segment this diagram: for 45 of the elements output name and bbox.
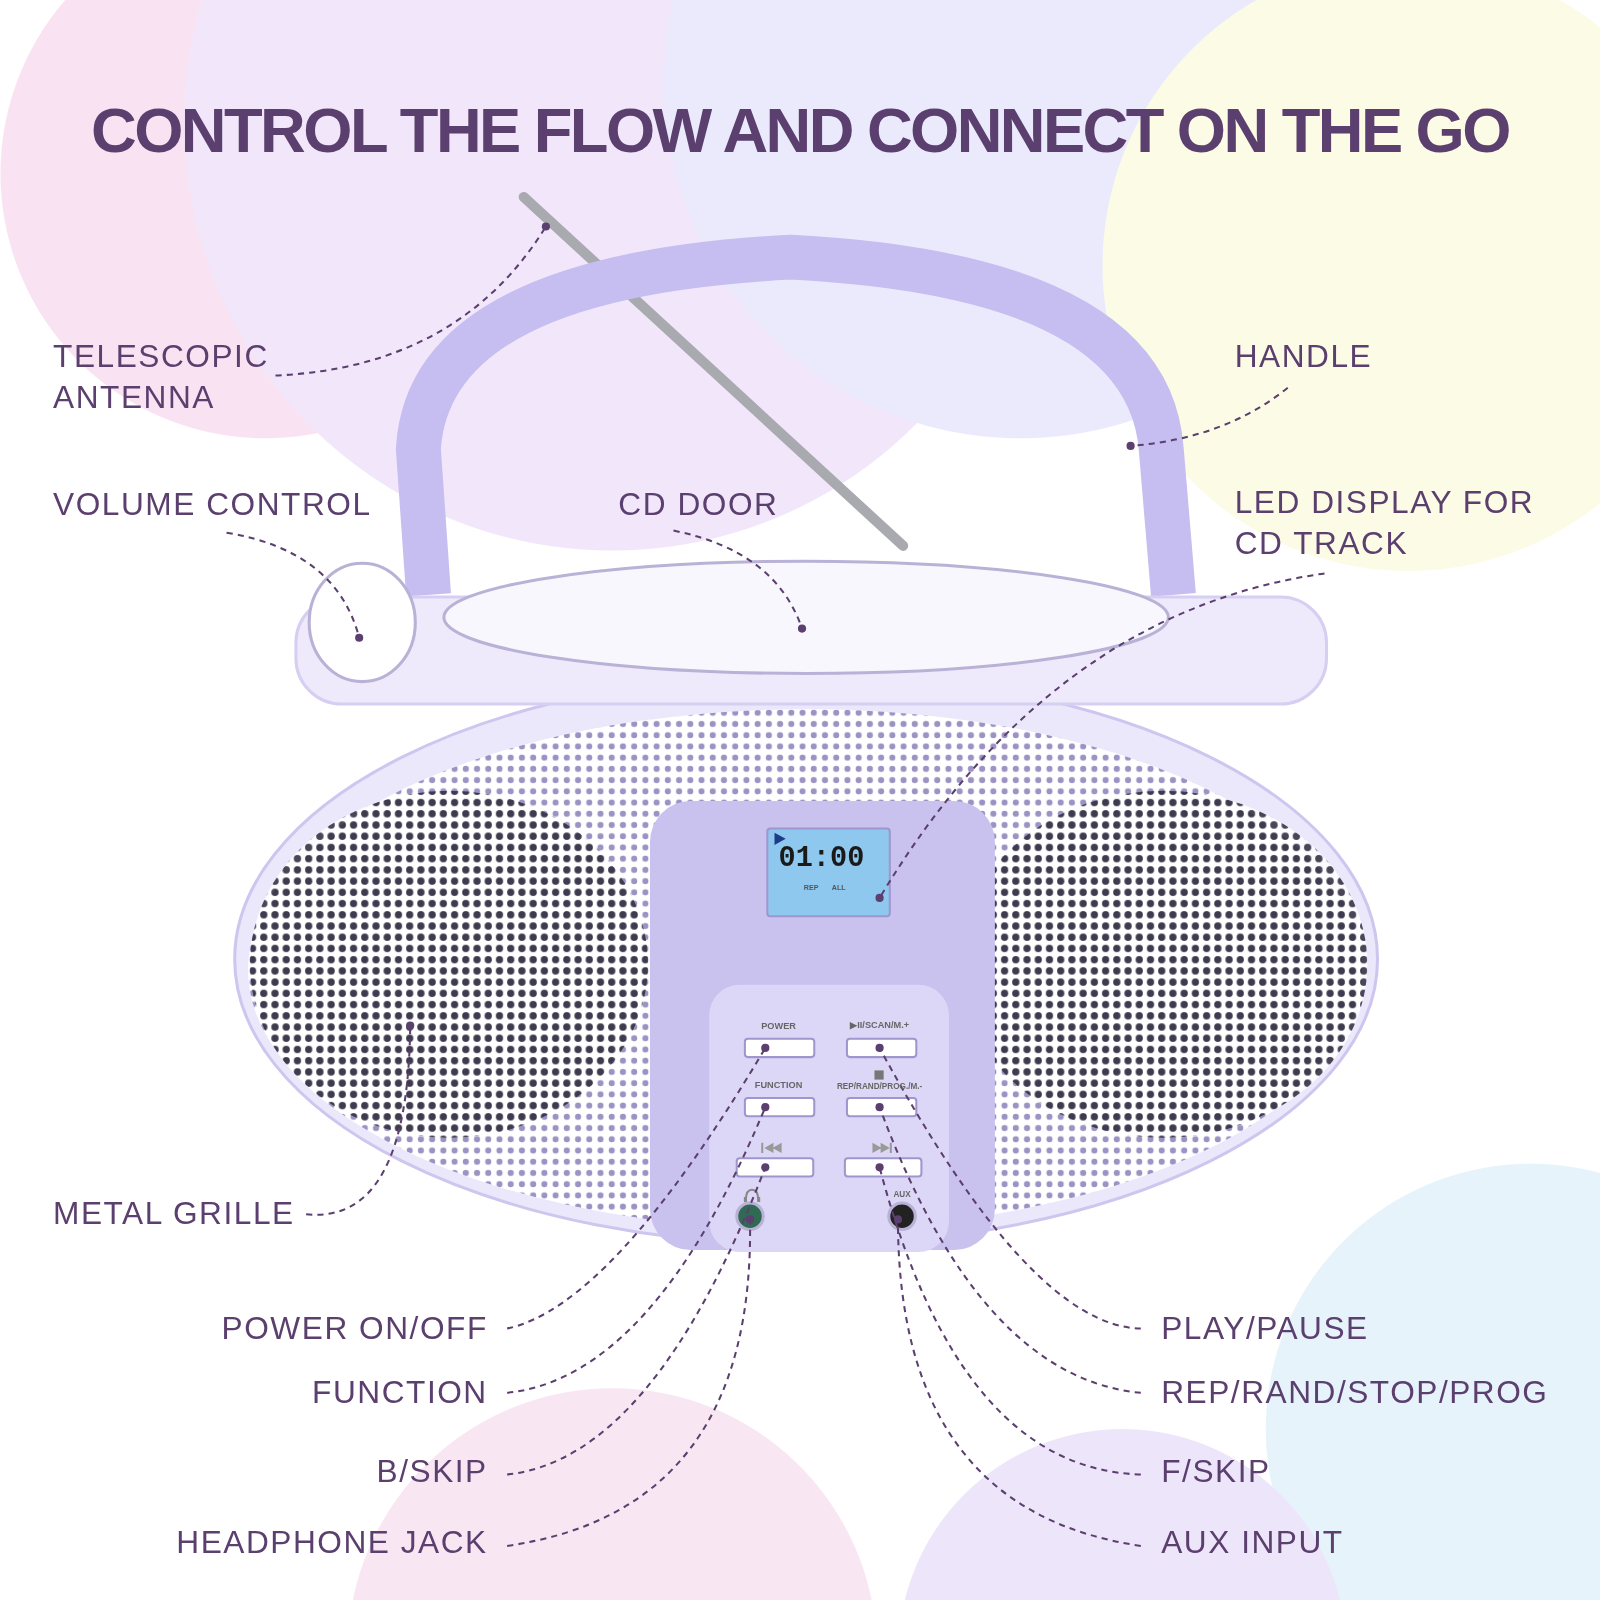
leader-line	[306, 1021, 415, 1216]
power-button	[743, 1037, 816, 1059]
callout-label: HANDLE	[1234, 336, 1439, 378]
function-button	[743, 1096, 816, 1118]
callout-label: PLAY/PAUSE	[1161, 1308, 1427, 1349]
leader-line	[506, 1103, 770, 1394]
leader-line	[875, 1103, 1141, 1394]
leader-line	[893, 1215, 1141, 1547]
leader-line	[275, 222, 550, 377]
callout-label: POWER ON/OFF	[181, 1308, 488, 1349]
button-caption: REP/RAND/PROG./M.-	[836, 1081, 923, 1091]
leader-line	[875, 1043, 1141, 1330]
callout-label: VOLUME CONTROL	[53, 484, 400, 526]
headline: CONTROL THE FLOW AND CONNECT ON THE GO	[90, 93, 1510, 167]
callout-label: HEADPHONE JACK	[140, 1522, 488, 1564]
leader-line	[506, 1163, 770, 1476]
leader-line	[1126, 386, 1289, 450]
repeat-stop-button	[845, 1096, 918, 1118]
callout-label: CD DOOR	[618, 484, 823, 526]
callout-label: AUX INPUT	[1161, 1522, 1427, 1564]
play-pause-button	[845, 1037, 918, 1059]
leader-line	[875, 572, 1325, 903]
leader-line	[506, 1215, 755, 1547]
display-readout: 01:00	[778, 842, 865, 875]
skip-forward-button	[843, 1157, 923, 1178]
callout-label: TELESCOPIC ANTENNA	[53, 336, 319, 419]
skip-back-button	[735, 1157, 815, 1178]
leader-line	[875, 1163, 1141, 1476]
button-caption: POWER	[761, 1020, 796, 1031]
button-caption: ▶II/SCAN/M.+	[850, 1019, 910, 1030]
callout-label: B/SKIP	[181, 1451, 488, 1492]
callout-label: METAL GRILLE	[53, 1193, 319, 1235]
leader-line	[506, 1043, 770, 1330]
leader-line	[226, 531, 364, 642]
callout-label: LED DISPLAY FOR CD TRACK	[1234, 482, 1541, 565]
cd-door	[442, 559, 1170, 675]
callout-label: F/SKIP	[1161, 1451, 1427, 1492]
volume-knob	[307, 561, 417, 684]
leader-line	[673, 529, 807, 633]
button-caption: AUX	[893, 1189, 911, 1199]
lcd-display	[766, 827, 891, 918]
callout-label: REP/RAND/STOP/PROG	[1161, 1372, 1570, 1414]
callout-label: FUNCTION	[181, 1372, 488, 1414]
button-caption: FUNCTION	[754, 1079, 803, 1090]
carrying-handle	[395, 234, 1196, 597]
